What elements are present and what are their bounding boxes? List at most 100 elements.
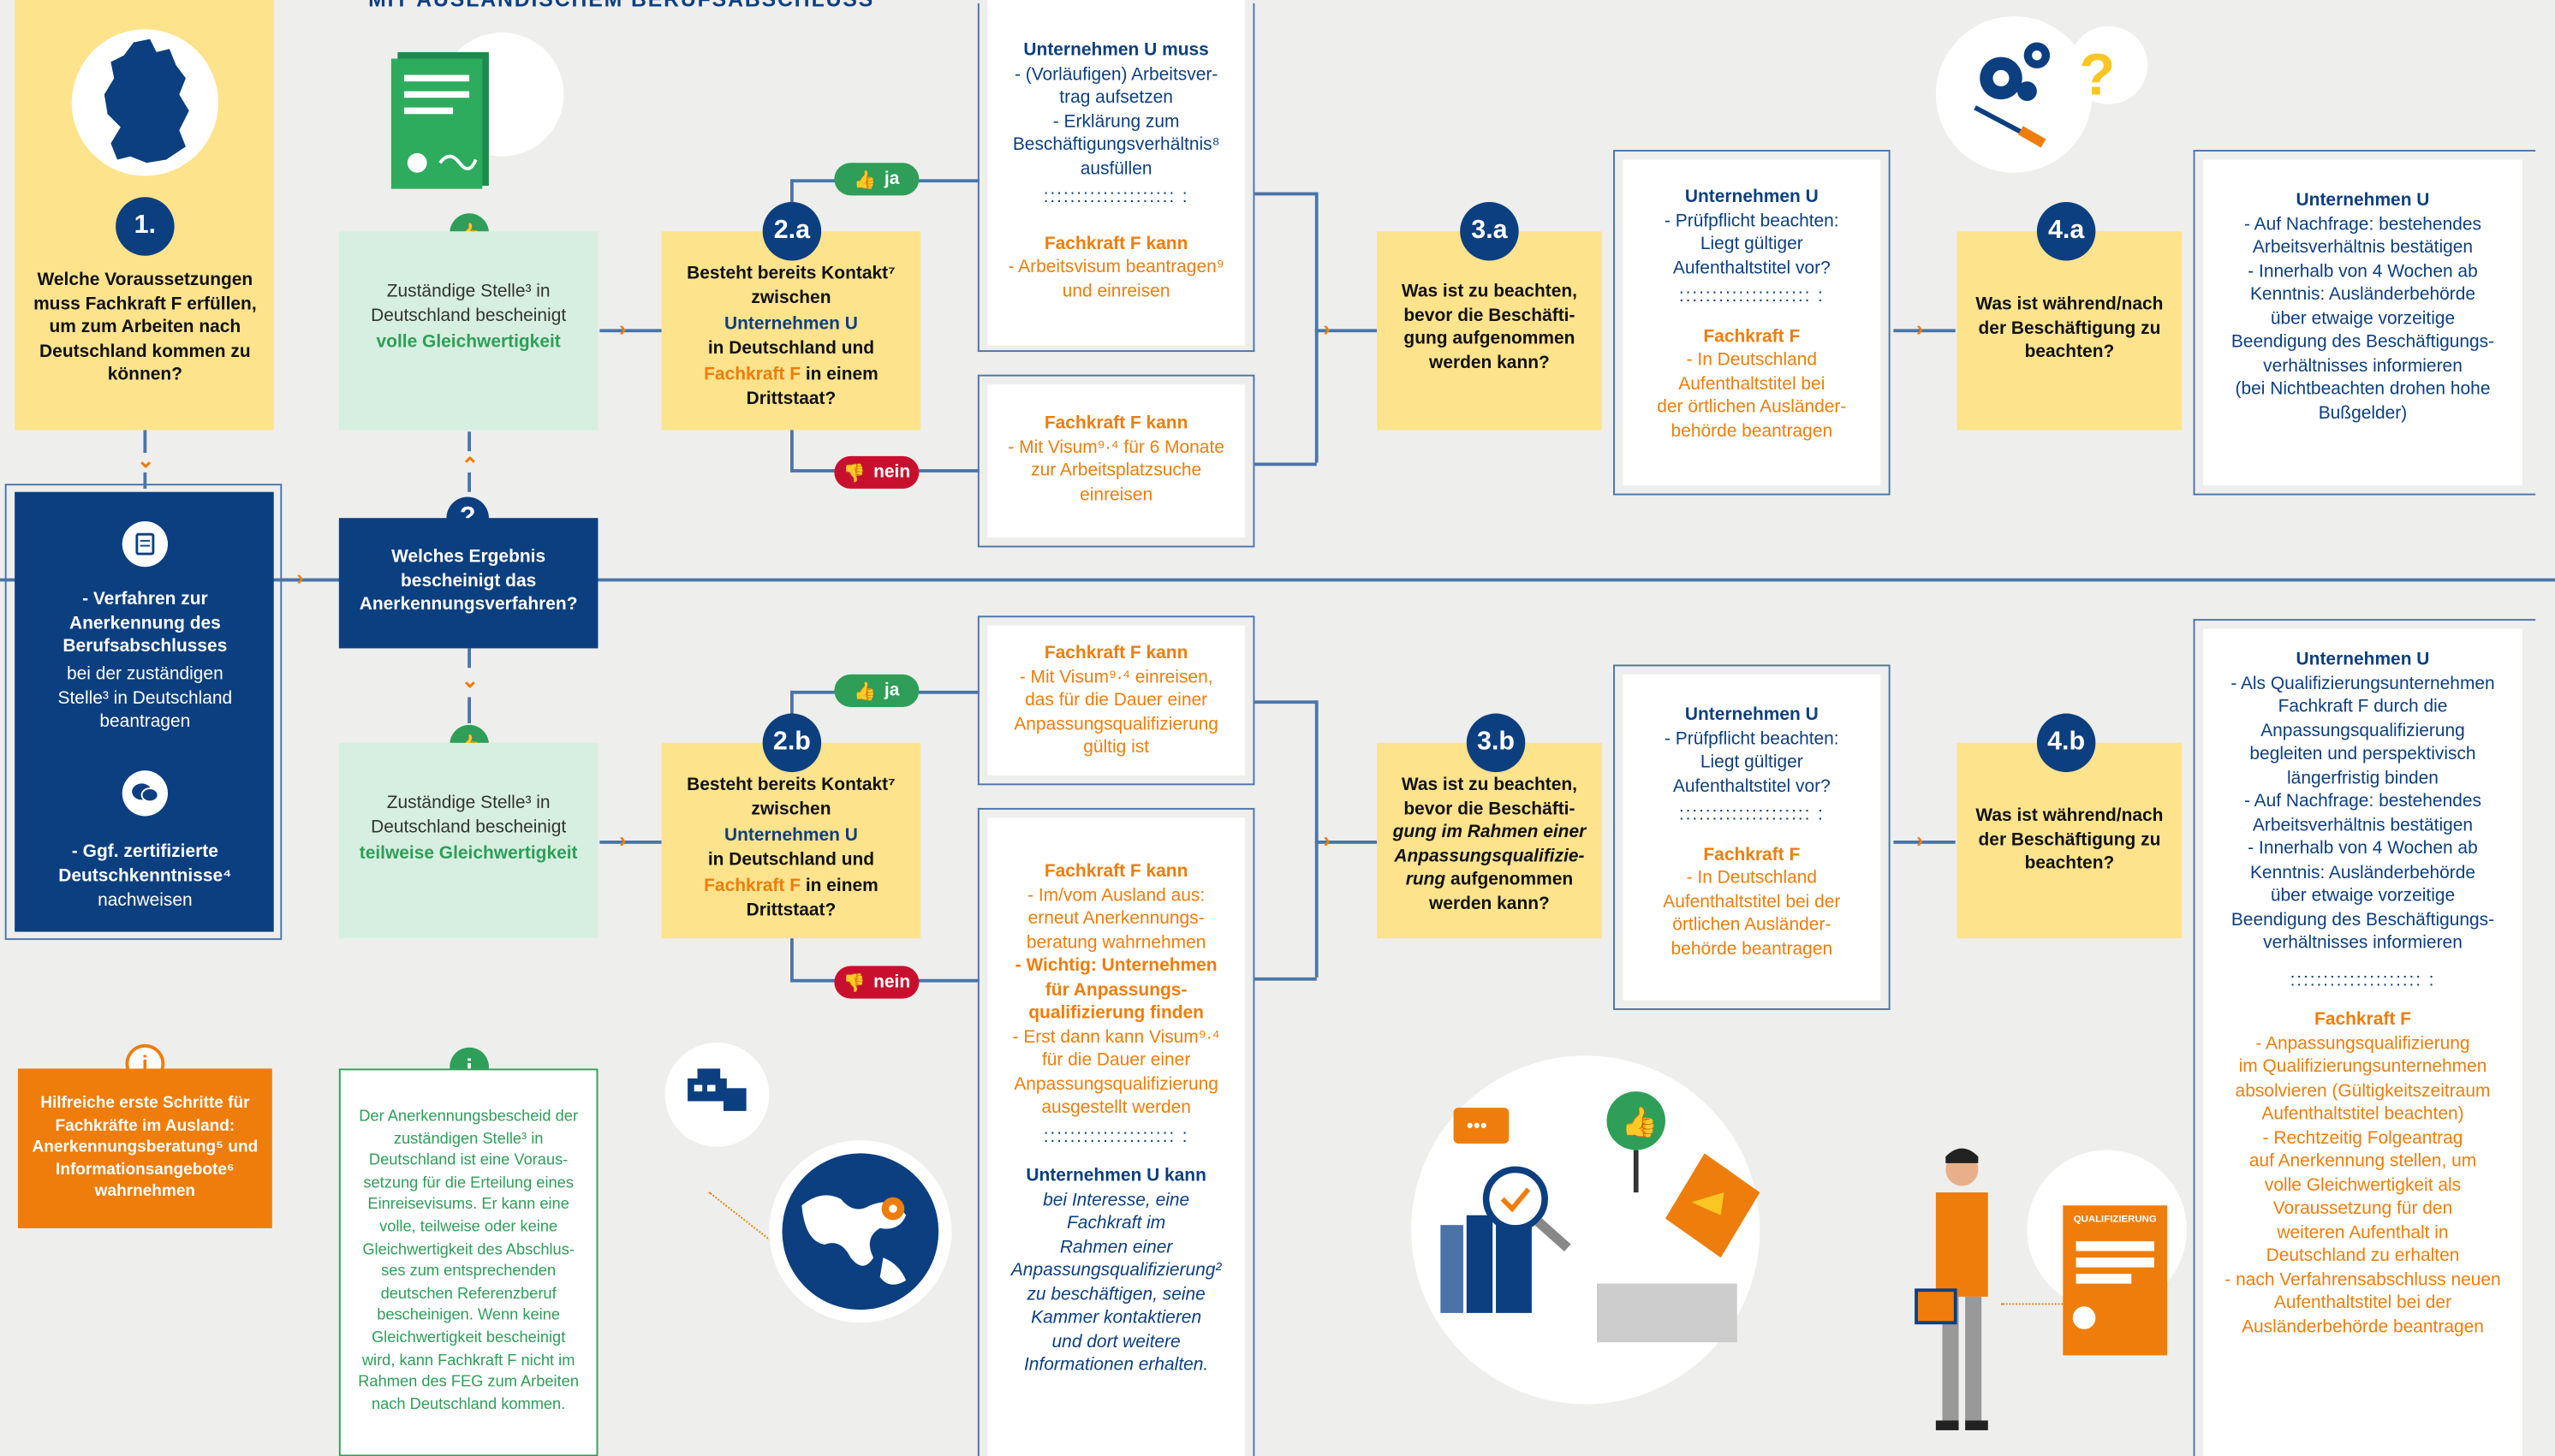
procedure-item1-title: - Verfahren zur Anerkennung des Berufsab… (63, 589, 228, 657)
info-green-box: Der Anerkennungsbescheid der zuständigen… (338, 1068, 599, 1456)
line: Anpassungsqualifizierung (2260, 721, 2465, 741)
green-box-partial (338, 742, 599, 939)
green-top-text: Zuständige Stelle³ in Deutschland besche… (371, 282, 567, 325)
line: - Mit Visum⁹·⁴ einreisen, (1019, 667, 1213, 687)
line: - Im/vom Ausland aus: (1027, 885, 1206, 906)
arrow-right-icon: › (1916, 316, 1924, 341)
line: - Anpassungsqualifizierung (2255, 1033, 2470, 1054)
connector-main-horizontal (0, 578, 2555, 582)
line: Ausländerbehörde beantragen (2242, 1317, 2484, 1338)
line: (bei Nichtbeachten drohen hohe (2235, 379, 2491, 400)
icon-circle (2069, 26, 2148, 104)
yes-label: ja (884, 680, 900, 701)
line: beratung wahrnehmen (1026, 932, 1206, 953)
line: längerfristig binden (2287, 768, 2439, 788)
connector (1254, 192, 1317, 196)
line: über etwaige vorzeitige (2270, 886, 2456, 906)
arrow-right-icon: › (1323, 316, 1331, 341)
line: - Innerhalb von 4 Wochen ab (2248, 261, 2478, 282)
box-3b-u-title: Unternehmen U (1684, 705, 1819, 725)
info-orange-box: Hilfreiche erste Schritte für Fachkräfte… (17, 1068, 272, 1228)
line: Bußgelder) (2318, 403, 2408, 424)
step2b-f: Fachkraft F (704, 876, 801, 896)
separator: :::::::::::::::::::: : (1678, 287, 1825, 306)
step2a-f: Fachkraft F (704, 365, 801, 385)
line: weiteren Aufenthalt in (2277, 1222, 2449, 1243)
connector (468, 472, 471, 492)
line: Arbeitsverhältnis bestätigen (2252, 237, 2474, 258)
bracket (1613, 664, 1891, 1010)
box-4b-f-title: Fachkraft F (2314, 1010, 2411, 1031)
line: ausgestellt werden (1041, 1097, 1191, 1118)
line: Fachkraft im (1067, 1214, 1166, 1234)
arrow-down-icon: ⌄ (461, 668, 479, 692)
line: gültig ist (1083, 738, 1150, 758)
thumbs-down-icon: 👎 (843, 973, 866, 993)
connector (1893, 840, 1956, 844)
line: Anpassungsqualifizierung (1014, 714, 1218, 734)
line: - Wichtig: Unternehmen (1015, 956, 1218, 977)
box-2b-yes-f-title: Fachkraft F kann (1044, 643, 1188, 663)
line: ausfüllen (1080, 158, 1152, 179)
yes-label: ja (884, 169, 900, 189)
bracket (977, 374, 1255, 548)
certificate-label: QUALIFIZIERUNG (2073, 1215, 2157, 1226)
step2a-l1: Besteht bereits Kontakt⁷ zwischen (687, 264, 896, 307)
line: behörde beantragen (1671, 421, 1833, 442)
box-2a-no-f-title: Fachkraft F kann (1044, 413, 1188, 434)
connector (1254, 462, 1317, 467)
bracket (2193, 150, 2536, 496)
result-box (338, 518, 599, 649)
line: Aufenthaltstitel vor? (1672, 258, 1831, 278)
line: behörde beantragen (1671, 939, 1833, 960)
arrow-right-icon: › (619, 316, 627, 341)
line: Beendigung des Beschäftigungs- (2230, 332, 2495, 353)
box-2a-yes-u-title: Unternehmen U muss (1023, 40, 1209, 61)
step2a-l3-row: Fachkraft F in einem Drittstaat? (671, 363, 911, 410)
line: - nach Verfahrensabschluss neuen (2224, 1270, 2501, 1291)
connector (280, 578, 339, 582)
green-box-full (338, 231, 599, 431)
line: zur Arbeitsplatzsuche (1031, 461, 1202, 481)
germany-map-icon (71, 29, 219, 176)
step2a-l2: in Deutschland und (707, 338, 875, 359)
line: - Innerhalb von 4 Wochen ab (2248, 839, 2478, 859)
no-badge: 👎nein (834, 455, 920, 489)
svg-text:?: ? (2079, 41, 2115, 107)
arrow-right-icon: › (1916, 827, 1924, 853)
step3b-number: 3.b (1466, 713, 1526, 773)
line: verhältnisses informieren (2263, 933, 2463, 954)
arrow-right-icon: › (296, 565, 304, 590)
svg-text:👍: 👍 (1622, 1105, 1659, 1140)
line: - Prüfpflicht beachten: (1664, 211, 1839, 231)
connector (1314, 192, 1319, 463)
line: Kenntnis: Ausländerbehörde (2249, 862, 2476, 883)
connector (1254, 977, 1317, 981)
line: erneut Anerkennungs- (1027, 908, 1205, 929)
connector (790, 428, 794, 471)
step3b-l2: aufgenommen werden kann? (1429, 870, 1574, 913)
line: - Mit Visum⁹·⁴ für 6 Monate (1008, 437, 1224, 457)
line: Liegt gültiger (1700, 752, 1803, 773)
line: Kenntnis: Ausländerbehörde (2249, 285, 2476, 305)
box-4a-u-title: Unternehmen U (2296, 190, 2430, 211)
step2b-l3: in einem Drittstaat? (746, 876, 878, 920)
box-3b-f-title: Fachkraft F (1703, 844, 1801, 865)
step3b-italic: gung im Rahmen einer Anpassungsqualifizi… (1392, 823, 1587, 890)
line: Anpassungsqualifizierung² (1010, 1261, 1222, 1281)
green-bottom-highlight: teilweise Gleichwertigkeit (359, 843, 578, 864)
line: absolvieren (Gültigkeitszeitraum (2235, 1081, 2491, 1102)
green-bottom-text: Zuständige Stelle³ in Deutschland besche… (371, 793, 567, 837)
line: qualifizierung finden (1028, 1003, 1204, 1024)
no-label: nein (873, 972, 911, 992)
connector (599, 840, 662, 844)
line: Anpassungsqualifizierung (1014, 1074, 1218, 1095)
line: auf Anerkennung stellen, um (2248, 1152, 2477, 1172)
step1-question: Welche Voraussetzungen muss Fachkraft F … (33, 270, 257, 385)
bracket (2193, 619, 2536, 1456)
step2b-l3-row: Fachkraft F in einem Drittstaat? (671, 875, 911, 922)
box-2a-no: Fachkraft F kann - Mit Visum⁹·⁴ für 6 Mo… (987, 384, 1245, 538)
svg-text:•••: ••• (1467, 1114, 1487, 1137)
line: für Anpassungs- (1045, 979, 1188, 1000)
line: - Auf Nachfrage: bestehendes (2243, 792, 2481, 811)
